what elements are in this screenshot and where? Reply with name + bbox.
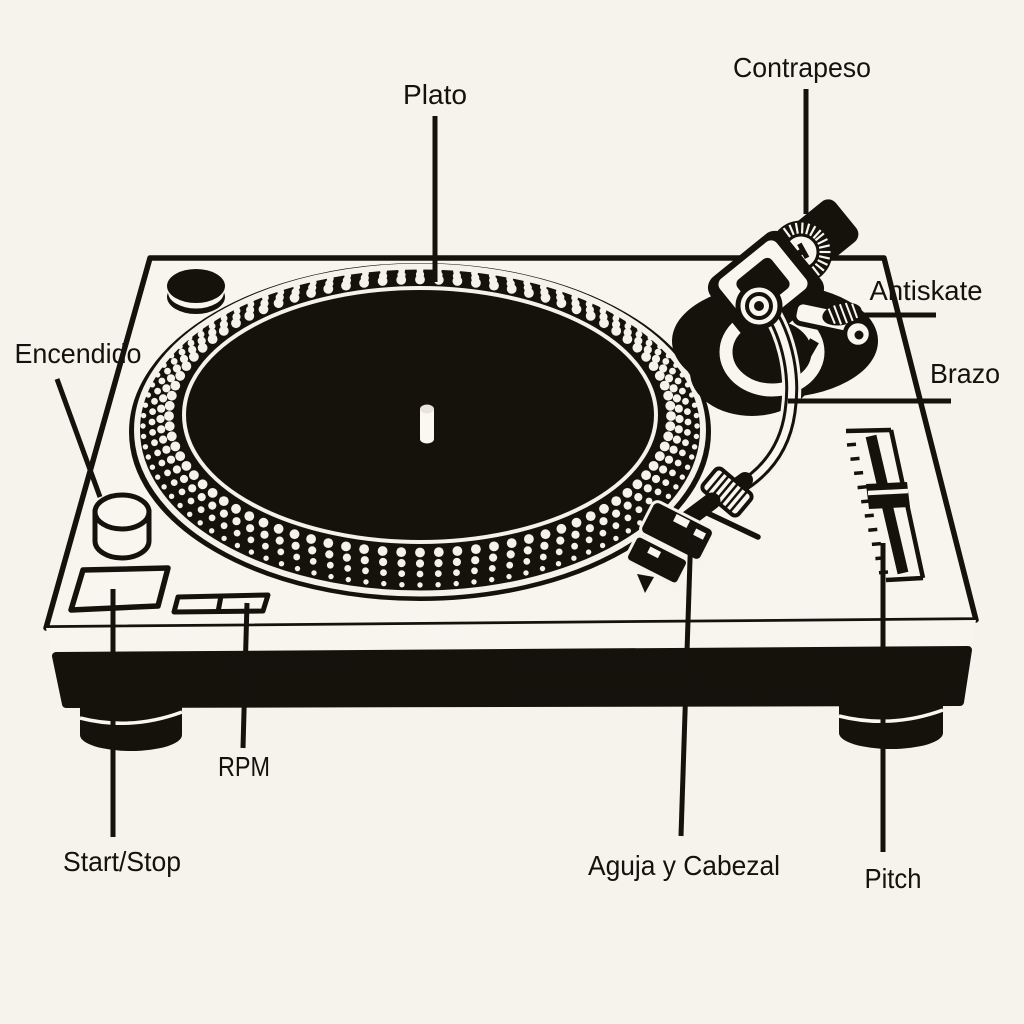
left-foot xyxy=(79,695,183,751)
right-foot xyxy=(838,693,944,749)
armrest-clip xyxy=(797,338,819,366)
antiskate-knob xyxy=(822,302,862,326)
rpm-buttons xyxy=(171,592,271,615)
power-knob xyxy=(92,492,152,561)
leader-line-aguja-cabezal xyxy=(678,528,694,837)
cartridge xyxy=(625,534,689,586)
label-plato: Plato xyxy=(403,79,467,110)
label-pitch: Pitch xyxy=(865,863,922,894)
label-antiskate: Antiskate xyxy=(870,275,983,306)
strobe-dots xyxy=(140,264,700,588)
label-brazo: Brazo xyxy=(930,358,1000,389)
pitch-fader xyxy=(845,427,926,583)
adapter-puck xyxy=(167,269,225,314)
armrest-block xyxy=(791,299,874,366)
stylus xyxy=(637,574,654,593)
platter xyxy=(129,263,711,601)
label-start-stop: Start/Stop xyxy=(63,846,181,877)
tonearm-tube xyxy=(729,289,802,498)
label-rpm: RPM xyxy=(218,751,270,782)
start-stop-button xyxy=(68,565,171,613)
headshell xyxy=(625,500,761,593)
finger-lift xyxy=(700,508,761,540)
label-contrapeso: Contrapeso xyxy=(733,52,871,83)
leader-line-rpm xyxy=(240,602,250,749)
label-aguja-cabezal: Aguja y Cabezal xyxy=(588,850,780,881)
spindle xyxy=(420,404,434,444)
pivot-bearing xyxy=(735,282,783,330)
fader-handle xyxy=(866,482,910,509)
label-encendido: Encendido xyxy=(15,338,142,369)
tonearm-assembly xyxy=(625,199,878,593)
record-edge-ring xyxy=(182,286,658,544)
leader-line-encendido xyxy=(54,378,103,498)
deck-front-strip xyxy=(46,620,976,656)
deck-lower-band xyxy=(52,646,972,708)
